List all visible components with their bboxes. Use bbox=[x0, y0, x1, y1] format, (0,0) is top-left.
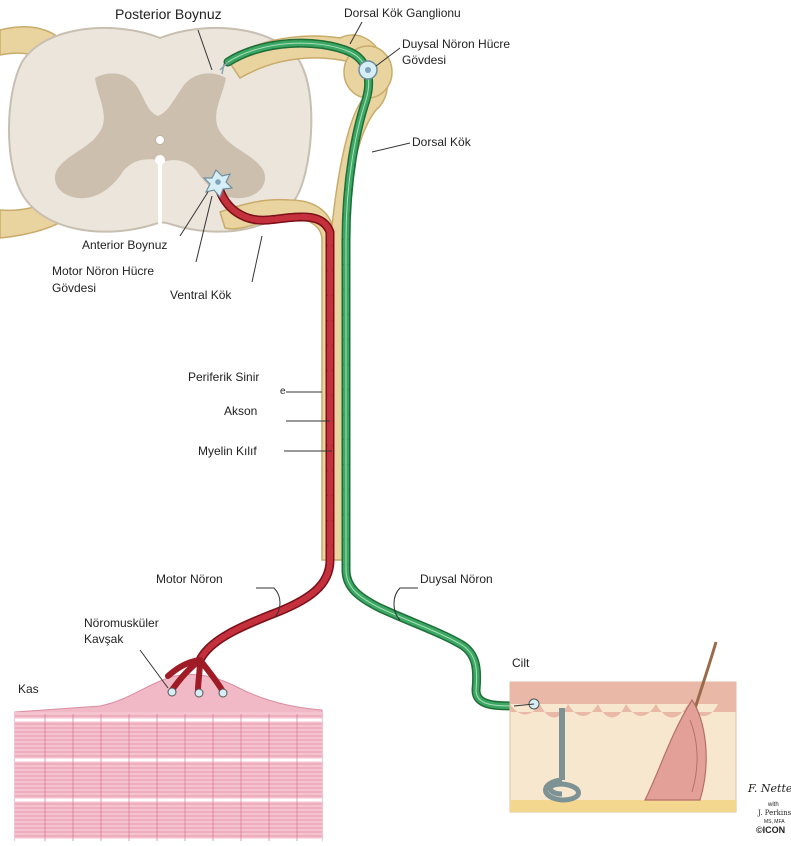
motor-neuron-label: Motor Nöron bbox=[156, 572, 223, 586]
anterior-horn-label: Anterior Boynuz bbox=[82, 238, 167, 252]
peripheral-nerve-label: Periferik Sinir bbox=[188, 370, 259, 384]
sensory-cell-body-label-line2: Gövdesi bbox=[402, 53, 446, 67]
credit-with: with bbox=[767, 802, 779, 808]
muscle-label: Kas bbox=[18, 682, 39, 696]
credit-signature: F. Netter bbox=[747, 782, 791, 795]
skin bbox=[510, 642, 736, 812]
motor-cell-body-label-line2: Gövdesi bbox=[52, 281, 96, 295]
nmj-terminal bbox=[168, 688, 176, 696]
sensory-cell-body-label-line1: Duysal Nöron Hücre bbox=[402, 37, 510, 51]
nmj-terminal bbox=[195, 689, 203, 697]
myelin-sheath-label: Myelin Kılıf bbox=[198, 444, 257, 458]
nmj-label-line1: Nöromusküler bbox=[84, 616, 159, 630]
motor-cell-body-label-line1: Motor Nöron Hücre bbox=[52, 264, 154, 278]
motor-axon bbox=[200, 170, 330, 660]
nmj-label-line2: Kavşak bbox=[84, 632, 124, 646]
skin-label: Cilt bbox=[512, 656, 530, 670]
dorsal-root-ganglion-label: Dorsal Kök Ganglionu bbox=[344, 6, 461, 20]
nmj-terminal bbox=[219, 689, 227, 697]
credit-name: J. Perkins bbox=[757, 809, 791, 817]
muscle bbox=[15, 660, 322, 841]
sensory-neuron-label: Duysal Nöron bbox=[420, 572, 493, 586]
posterior-horn-label: Posterior Boynuz bbox=[115, 6, 222, 22]
credit-logo: ©ICON bbox=[756, 825, 785, 835]
ventral-root-label: Ventral Kök bbox=[170, 288, 232, 302]
stray-e-label: e bbox=[280, 386, 286, 397]
dorsal-root-label: Dorsal Kök bbox=[412, 135, 472, 149]
axon-label: Akson bbox=[224, 404, 257, 418]
artist-credit: F. Netter with J. Perkins MS, MFA ©ICON bbox=[747, 782, 791, 835]
